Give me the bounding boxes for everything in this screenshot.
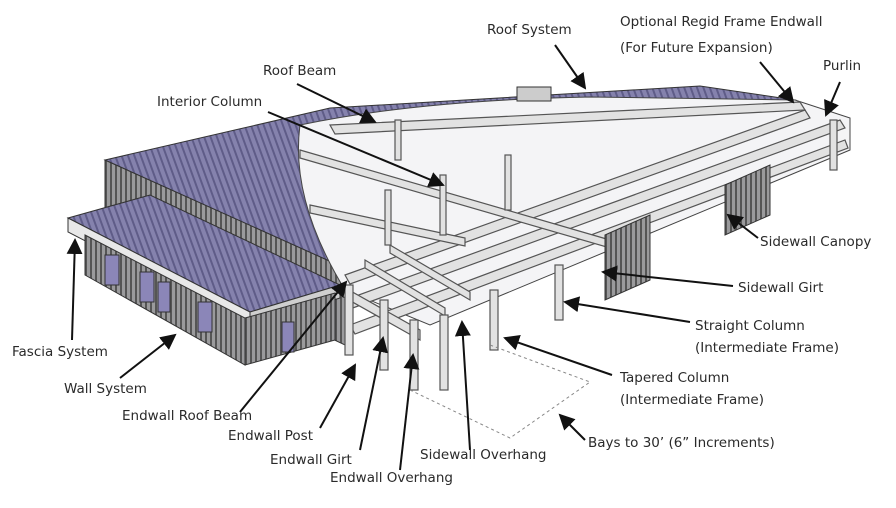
roof-vent bbox=[516, 86, 552, 102]
label-wall-system: Wall System bbox=[64, 381, 147, 397]
bay-dimension bbox=[409, 344, 592, 439]
label-endwall-roof-beam: Endwall Roof Beam bbox=[122, 408, 253, 424]
label-tapered-column: Tapered Column bbox=[620, 370, 730, 386]
label-tapered-column-sub: (Intermediate Frame) bbox=[620, 392, 764, 408]
label-roof-beam: Roof Beam bbox=[263, 63, 337, 79]
label-interior-column: Interior Column bbox=[157, 94, 263, 110]
label-endwall-overhang: Endwall Overhang bbox=[330, 470, 453, 486]
label-sidewall-girt: Sidewall Girt bbox=[738, 280, 824, 296]
label-roof-system: Roof System bbox=[487, 22, 572, 38]
label-fascia-system: Fascia System bbox=[12, 344, 108, 360]
label-endwall-post: Endwall Post bbox=[228, 428, 314, 444]
label-sidewall-overhang: Sidewall Overhang bbox=[420, 447, 547, 463]
leader-arrows bbox=[66, 44, 841, 471]
label-straight-column-sub: (Intermediate Frame) bbox=[695, 340, 839, 356]
label-bays: Bays to 30’ (6” Increments) bbox=[588, 435, 775, 451]
label-sidewall-canopy: Sidewall Canopy bbox=[760, 234, 872, 250]
label-optional-endwall-sub: (For Future Expansion) bbox=[620, 40, 773, 56]
label-endwall-girt: Endwall Girt bbox=[270, 452, 352, 468]
steel-frame bbox=[299, 101, 849, 391]
label-optional-endwall: Optional Regid Frame Endwall bbox=[620, 14, 823, 30]
label-purlin: Purlin bbox=[823, 58, 862, 74]
annex-windows bbox=[104, 254, 295, 353]
label-straight-column: Straight Column bbox=[695, 318, 805, 334]
